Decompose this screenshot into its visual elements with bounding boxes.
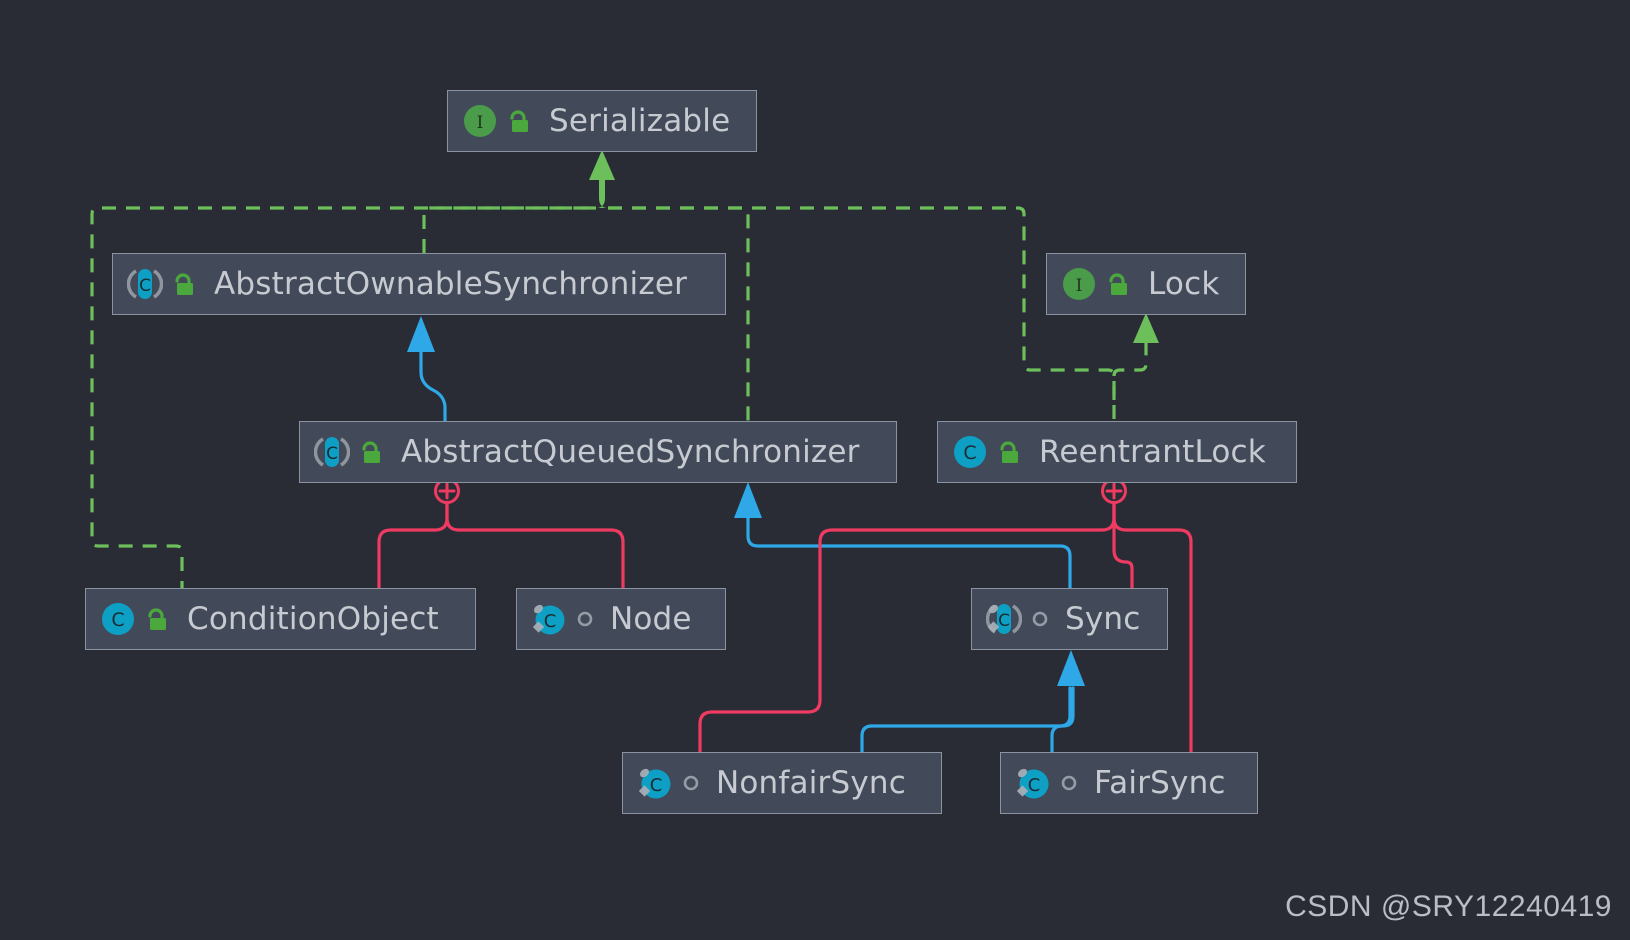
static-class-icon: C	[637, 765, 673, 801]
class-node-label: ConditionObject	[187, 600, 439, 637]
class-node-reentrant-lock[interactable]: C ReentrantLock	[937, 421, 1297, 483]
package-private-icon	[682, 774, 700, 792]
abstract-class-icon: C	[313, 434, 351, 470]
class-icon: C	[100, 601, 136, 637]
unlocked-public-icon	[507, 107, 533, 135]
unlocked-public-icon	[172, 270, 198, 298]
class-node-abstract-queued-synchronizer[interactable]: C AbstractQueuedSynchronizer	[299, 421, 897, 483]
class-node-label: Lock	[1148, 265, 1220, 302]
svg-text:C: C	[963, 442, 976, 464]
class-node-label: ReentrantLock	[1039, 433, 1266, 470]
unlocked-public-icon	[1106, 270, 1132, 298]
class-node-label: FairSync	[1094, 764, 1226, 801]
class-node-label: Serializable	[549, 102, 731, 139]
class-node-sync[interactable]: C Sync	[971, 588, 1168, 650]
svg-text:C: C	[544, 611, 557, 632]
abstract-class-icon: C	[126, 266, 164, 302]
static-class-icon: C	[531, 601, 567, 637]
class-node-node[interactable]: C Node	[516, 588, 726, 650]
svg-text:I: I	[477, 113, 484, 133]
class-node-fair-sync[interactable]: C FairSync	[1000, 752, 1258, 814]
interface-icon: I	[462, 103, 498, 139]
class-icon: C	[952, 434, 988, 470]
class-node-serializable[interactable]: I Serializable	[447, 90, 757, 152]
class-node-abstract-ownable-synchronizer[interactable]: C AbstractOwnableSynchronizer	[112, 253, 726, 315]
class-node-label: NonfairSync	[716, 764, 906, 801]
class-node-lock[interactable]: I Lock	[1046, 253, 1246, 315]
package-private-icon	[1060, 774, 1078, 792]
svg-text:C: C	[998, 611, 1010, 631]
interface-icon: I	[1061, 266, 1097, 302]
svg-text:I: I	[1076, 276, 1083, 296]
unlocked-public-icon	[359, 438, 385, 466]
package-private-icon	[1031, 610, 1049, 628]
class-node-nonfair-sync[interactable]: C NonfairSync	[622, 752, 942, 814]
static-class-icon: C	[1015, 765, 1051, 801]
unlocked-public-icon	[997, 438, 1023, 466]
class-node-label: AbstractOwnableSynchronizer	[214, 265, 688, 302]
svg-text:C: C	[326, 444, 338, 464]
class-node-label: Node	[610, 600, 692, 637]
svg-text:C: C	[650, 775, 663, 796]
package-private-icon	[576, 610, 594, 628]
svg-text:C: C	[139, 276, 151, 296]
class-node-label: AbstractQueuedSynchronizer	[401, 433, 860, 470]
svg-text:C: C	[1028, 775, 1041, 796]
class-node-label: Sync	[1065, 600, 1141, 637]
class-node-condition-object[interactable]: C ConditionObject	[85, 588, 476, 650]
unlocked-public-icon	[145, 605, 171, 633]
svg-text:C: C	[111, 609, 124, 631]
watermark-text: CSDN @SRY12240419	[1285, 890, 1612, 923]
abstract-static-class-icon: C	[985, 601, 1023, 637]
